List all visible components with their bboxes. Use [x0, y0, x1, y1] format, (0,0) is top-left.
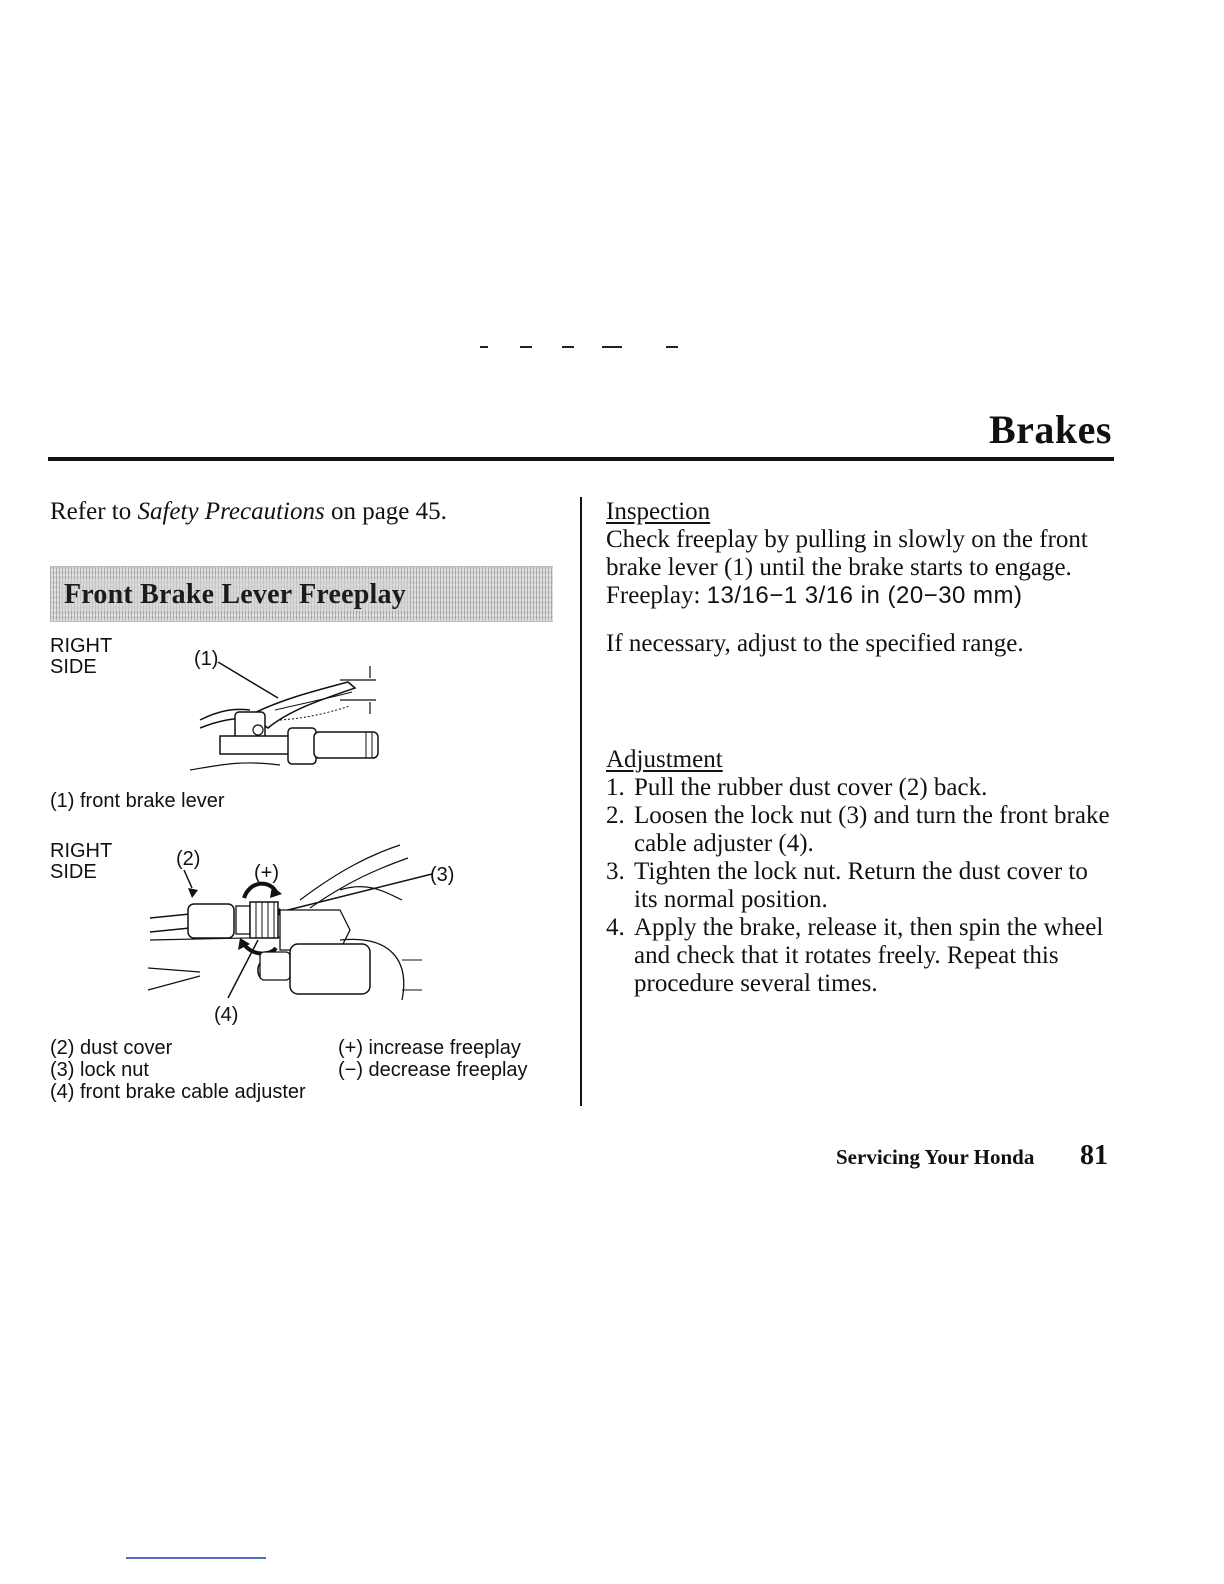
freeplay-spec: Freeplay: 13/16−1 3/16 in (20−30 mm)	[606, 582, 1116, 610]
freeplay-label: Freeplay:	[606, 582, 707, 609]
safety-precautions-link[interactable]: Safety Precautions	[137, 498, 325, 525]
legend-item-lock-nut: (3) lock nut	[50, 1059, 149, 1081]
adjustment-step: 1.Pull the rubber dust cover (2) back.	[606, 774, 988, 801]
decorative-dashes	[470, 342, 690, 352]
legend-item-decrease: (−) decrease freeplay	[338, 1059, 528, 1081]
section-title: Brakes	[989, 407, 1112, 452]
figure2-callout-2: (2)	[176, 848, 201, 870]
inspection-body: Check freeplay by pulling in slowly on t…	[606, 526, 1088, 581]
adjustment-heading: Adjustment	[606, 746, 723, 773]
header-rule	[48, 457, 1114, 461]
adjustment-steps: 1.Pull the rubber dust cover (2) back. 2…	[606, 774, 1116, 998]
adjustment-step: 4.Apply the brake, release it, then spin…	[606, 914, 1104, 997]
inspection-section: Inspection Check freeplay by pulling in …	[606, 498, 1116, 658]
figure1-caption: (1) front brake lever	[50, 790, 225, 812]
refer-suffix: on page 45.	[324, 498, 447, 525]
page-number: 81	[1080, 1140, 1108, 1171]
inspection-heading: Inspection	[606, 498, 711, 525]
refer-prefix: Refer to	[50, 498, 138, 525]
refer-note: Refer to Safety Precautions on page 45.	[50, 498, 447, 526]
figure2-side-label: RIGHT SIDE	[50, 841, 112, 883]
figure1-side-label: RIGHT SIDE	[50, 636, 112, 678]
figure2-callout-3: (3)	[430, 864, 455, 886]
legend-item-increase: (+) increase freeplay	[338, 1037, 521, 1059]
figure2-side-line1: RIGHT	[50, 840, 113, 862]
figure2-callout-plus: (+)	[254, 862, 279, 884]
inspection-note: If necessary, adjust to the specified ra…	[606, 630, 1024, 657]
adjustment-step: 3.Tighten the lock nut. Return the dust …	[606, 858, 1088, 913]
freeplay-value: 13/16−1 3/16 in (20−30 mm)	[706, 582, 1023, 609]
banner-title: Front Brake Lever Freeplay	[60, 579, 410, 611]
column-divider	[580, 497, 582, 1106]
figure1-side-line2: SIDE	[50, 656, 97, 678]
section-banner: Front Brake Lever Freeplay	[50, 566, 553, 622]
cable-adjuster-illustration	[147, 844, 433, 1001]
bottom-rule	[126, 1557, 266, 1559]
adjustment-section: Adjustment 1.Pull the rubber dust cover …	[606, 746, 1116, 998]
figure2-legend-left: (2) dust cover (3) lock nut (4) front br…	[50, 1037, 306, 1103]
footer-section-label: Servicing Your Honda	[836, 1145, 1035, 1169]
adjustment-step: 2.Loosen the lock nut (3) and turn the f…	[606, 802, 1110, 857]
figure2-legend-right: (+) increase freeplay (−) decrease freep…	[338, 1037, 528, 1081]
figure1-callout-1: (1)	[194, 648, 219, 670]
figure1-side-line1: RIGHT	[50, 635, 113, 657]
brake-lever-illustration	[189, 661, 379, 771]
figure2-callout-4: (4)	[214, 1004, 239, 1026]
legend-item-dust-cover: (2) dust cover	[50, 1037, 173, 1059]
legend-item-cable-adjuster: (4) front brake cable adjuster	[50, 1081, 306, 1103]
figure2-side-line2: SIDE	[50, 861, 97, 883]
